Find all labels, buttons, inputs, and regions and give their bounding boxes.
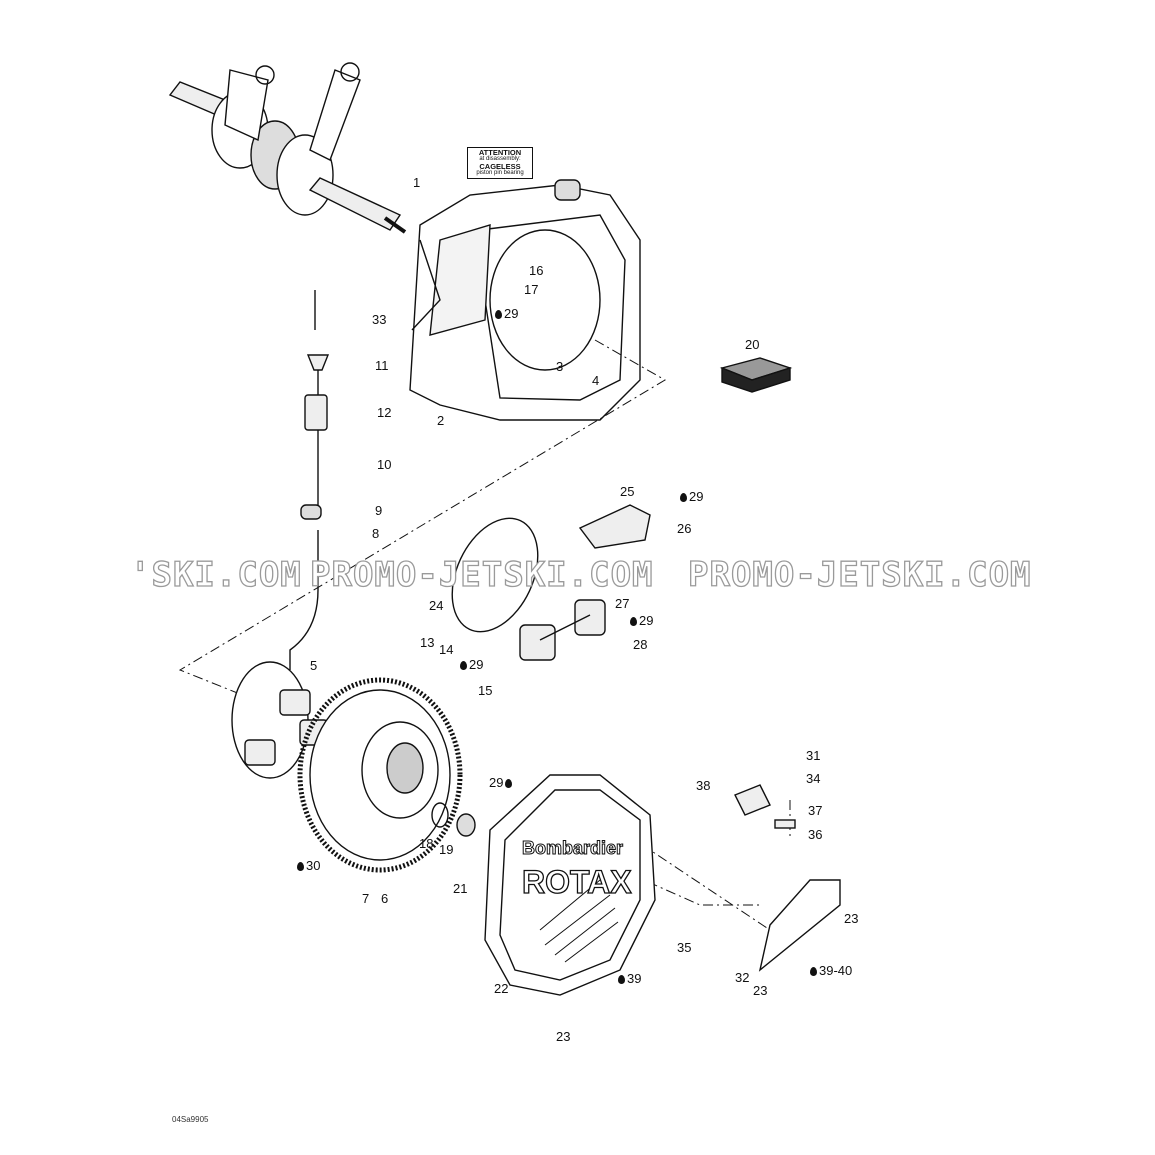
- callout: 29: [469, 657, 484, 672]
- nut-19: [456, 813, 476, 837]
- callout-with-lubricant: 29: [493, 307, 518, 321]
- callout-with-lubricant: 30: [295, 859, 320, 873]
- callout: 10: [377, 457, 392, 472]
- callout: 39: [627, 971, 642, 986]
- lubricant-drop-icon: [630, 617, 637, 626]
- callout: 12: [377, 405, 392, 420]
- callout: 37: [808, 803, 823, 818]
- callout: 21: [453, 881, 468, 896]
- callout: 39-40: [819, 963, 853, 978]
- wire-harness: [289, 290, 330, 670]
- sticker-line4: piston pin bearing: [476, 170, 524, 176]
- callout: 4: [592, 373, 600, 388]
- part-24: [451, 517, 539, 633]
- callout: 34: [806, 771, 821, 786]
- callout: 29: [489, 775, 504, 790]
- callout: 13: [420, 635, 435, 650]
- callout: 18: [419, 836, 434, 851]
- flywheel: [297, 677, 463, 873]
- callout: 16: [529, 263, 544, 278]
- watermark: PROMO-JETSKI.COM: [309, 555, 654, 595]
- lubricant-drop-icon: [460, 661, 467, 670]
- callout: 27: [615, 596, 630, 611]
- callout: 36: [808, 827, 823, 842]
- part-25: [578, 504, 651, 549]
- callout: 5: [310, 658, 318, 673]
- callout: 25: [620, 484, 635, 499]
- lubricant-drop-icon: [680, 493, 687, 502]
- callout: 22: [494, 981, 509, 996]
- callout: 23: [556, 1029, 571, 1044]
- callout: 35: [677, 940, 692, 955]
- callout: 29: [689, 489, 704, 504]
- callout: 24: [429, 598, 444, 613]
- callout-with-lubricant: 39: [616, 972, 641, 986]
- callout: 15: [478, 683, 493, 698]
- lubricant-drop-icon: [810, 967, 817, 976]
- callout: 14: [439, 642, 454, 657]
- diagram-code: 04Sa9905: [172, 1115, 209, 1124]
- callout-with-lubricant: 29: [628, 614, 653, 628]
- callout: 30: [306, 858, 321, 873]
- callout: 9: [375, 503, 383, 518]
- callout-with-lubricant: 29: [678, 490, 703, 504]
- watermark: PROMO-JETSKI.COM: [687, 555, 1032, 595]
- callout: 26: [677, 521, 692, 536]
- sticker-line2: at disassembly:: [479, 156, 521, 162]
- callout-with-lubricant: 29: [458, 658, 483, 672]
- sticker-line3: CAGELESS: [479, 162, 521, 171]
- callout: 7: [362, 891, 370, 906]
- callout: 33: [372, 312, 387, 327]
- cover-logo-brand: Bombardier: [521, 838, 624, 859]
- bracket: [734, 784, 841, 972]
- callout: 23: [844, 911, 859, 926]
- lubricant-drop-icon: [618, 975, 625, 984]
- lubricant-drop-icon: [495, 310, 502, 319]
- callout: 23: [753, 983, 768, 998]
- watermark: 'SKI.COM: [129, 555, 302, 595]
- sticker-line1: ATTENTION: [478, 148, 522, 157]
- callout: 19: [439, 842, 454, 857]
- callout: 8: [372, 526, 380, 541]
- callout: 11: [375, 358, 389, 373]
- callout: 29: [504, 306, 519, 321]
- callout: 3: [556, 359, 564, 374]
- housing: [409, 179, 641, 421]
- callout: 17: [524, 282, 539, 297]
- callout: 6: [381, 891, 389, 906]
- callout: 20: [745, 337, 760, 352]
- crankshaft: [168, 62, 407, 234]
- callout: 29: [639, 613, 654, 628]
- callout: 32: [735, 970, 750, 985]
- callout: 31: [806, 748, 821, 763]
- callout-with-lubricant: 39-40: [808, 964, 852, 978]
- cover-logo-model: ROTAX: [521, 863, 632, 900]
- lubricant-drop-icon: [505, 779, 513, 788]
- callout: 28: [633, 637, 648, 652]
- cageless-bearing-sticker: ATTENTION at disassembly: CAGELESS pisto…: [467, 147, 533, 179]
- callout: 1: [413, 175, 421, 190]
- washer-18: [431, 802, 449, 828]
- callout: 2: [437, 413, 445, 428]
- callout-with-lubricant: 29: [489, 776, 514, 790]
- magneto-cover: [484, 774, 656, 996]
- part-27: [519, 599, 606, 661]
- callout: 38: [696, 778, 711, 793]
- lubricant-drop-icon: [297, 862, 304, 871]
- assembly-lines: [178, 339, 791, 931]
